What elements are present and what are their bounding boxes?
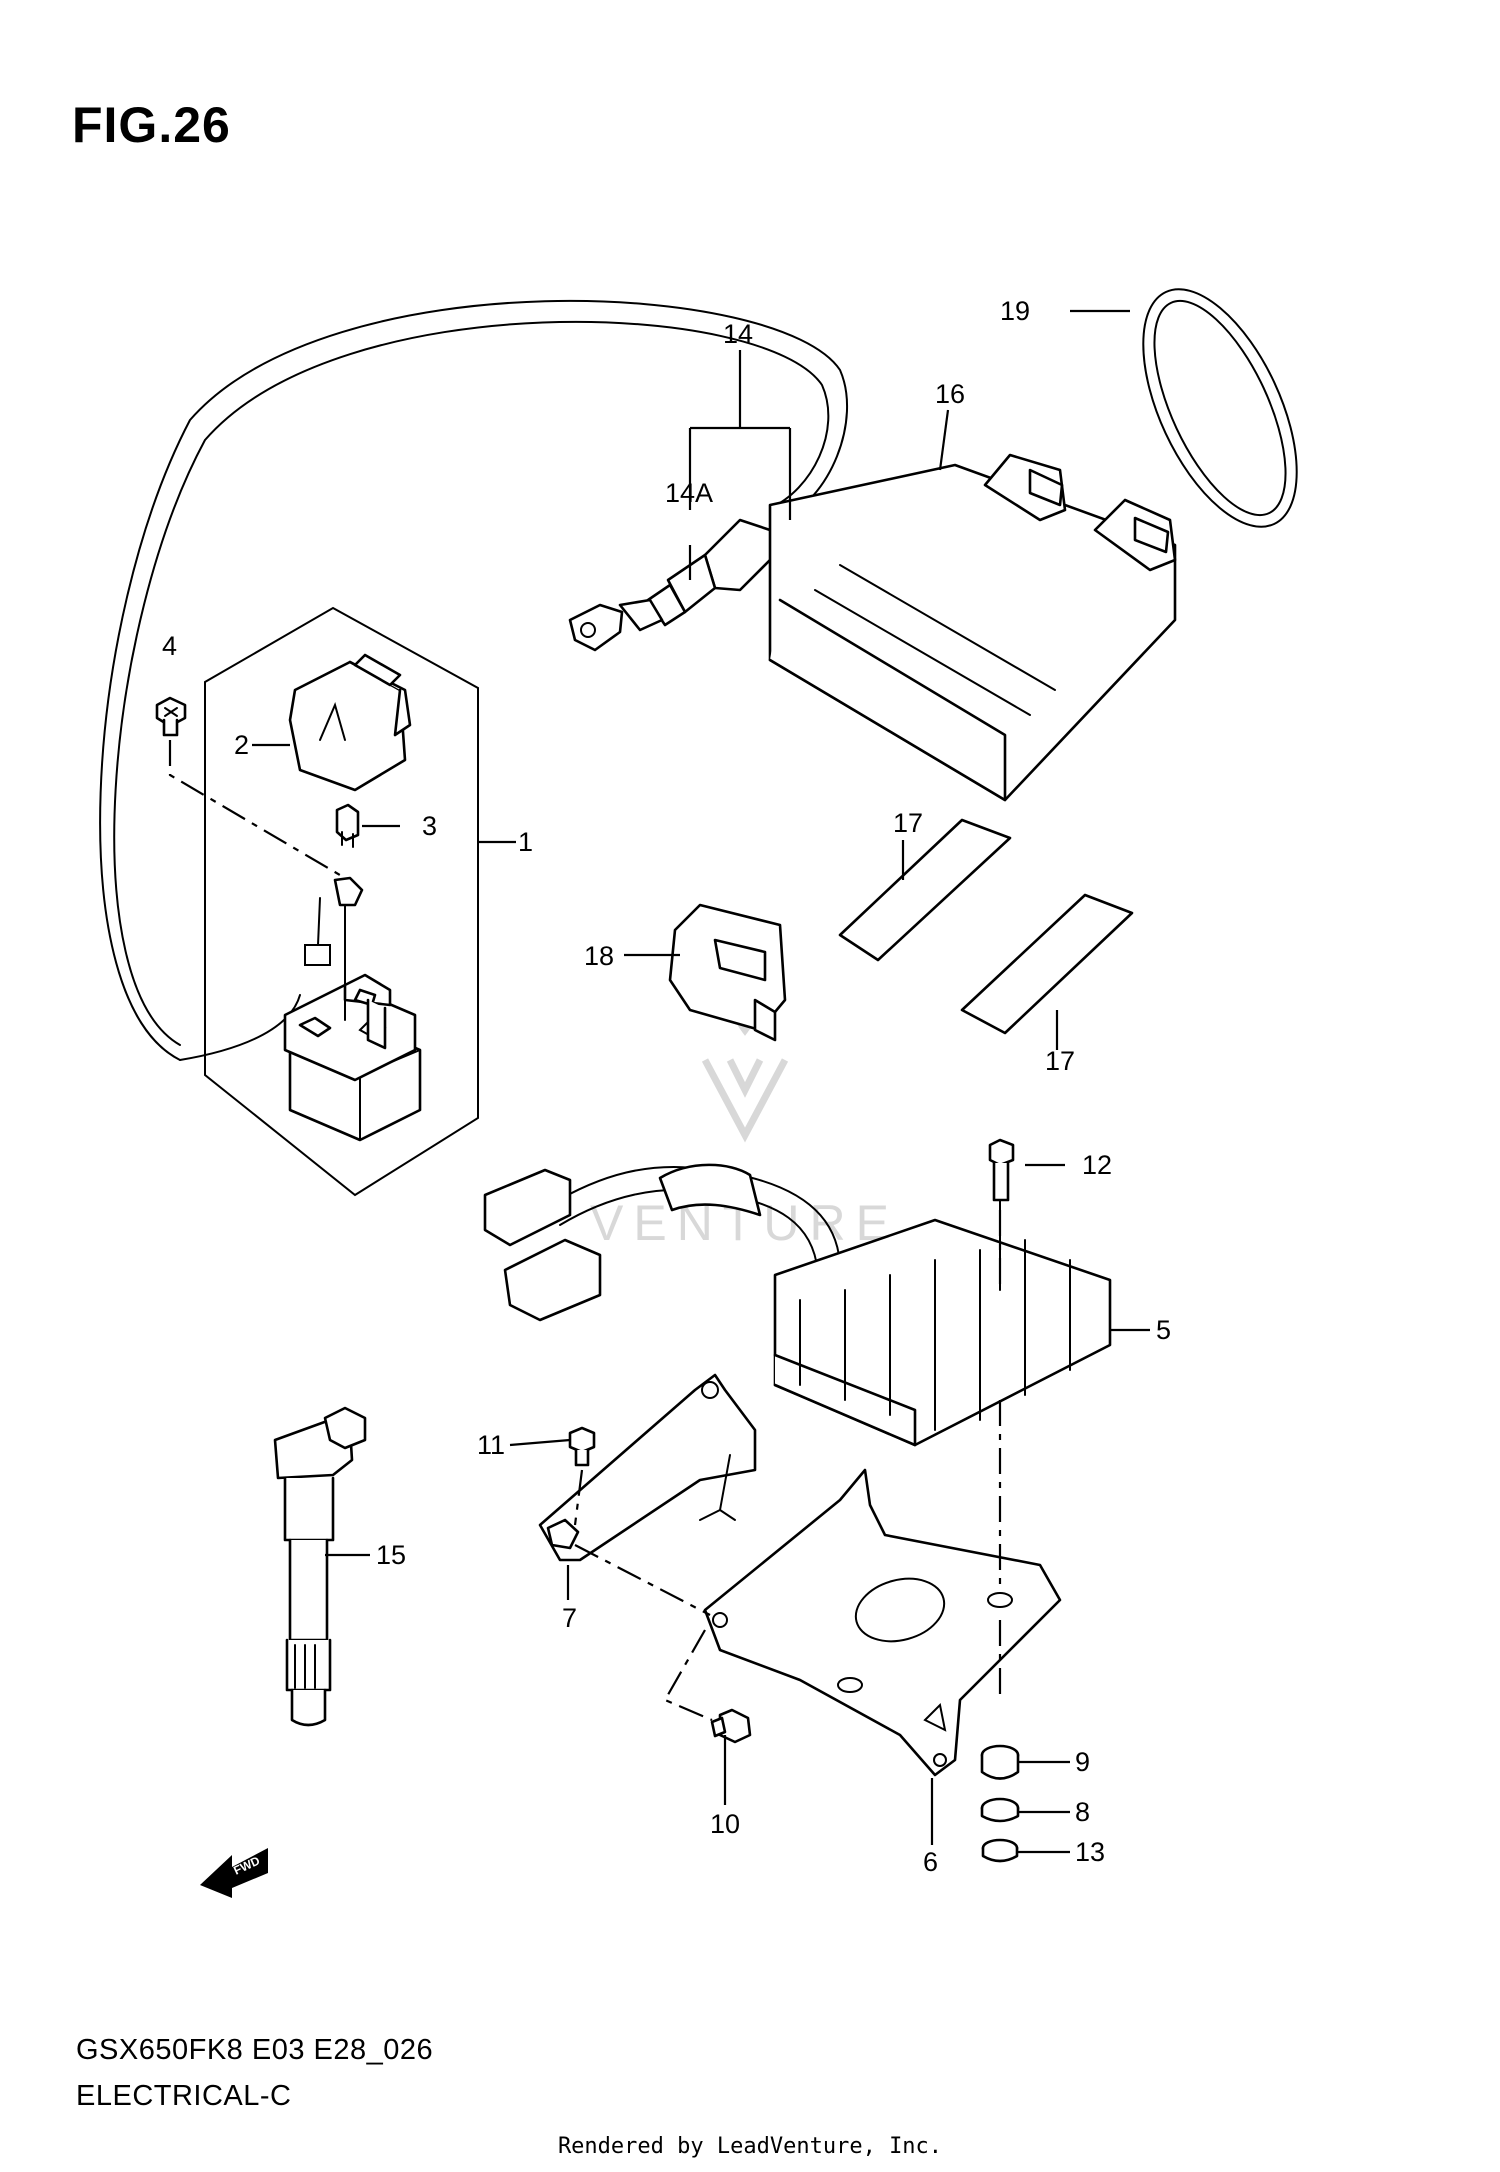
starter-relay-body — [283, 876, 422, 1142]
section-name: ELECTRICAL-C — [76, 2080, 292, 2112]
pad-part-17-lower — [960, 893, 1134, 1035]
leader-bracket-11 — [573, 1469, 584, 1526]
callout-6: 6 — [923, 1847, 938, 1877]
model-code: GSX650FK8 E03 E28_026 — [76, 2034, 434, 2066]
grommet-part-9 — [980, 1744, 1020, 1780]
callout-16: 16 — [935, 379, 965, 409]
callout-7: 7 — [562, 1603, 577, 1633]
ring-part-19-inner — [1153, 299, 1287, 517]
ring-part-19 — [1142, 288, 1298, 528]
callout-17-upper: 17 — [893, 808, 923, 838]
ignition-coil-part-15 — [273, 1406, 367, 1727]
callout-5: 5 — [1156, 1315, 1171, 1345]
callout-11: 11 — [477, 1430, 505, 1460]
callout-1: 1 — [518, 827, 533, 857]
bolt-part-11 — [568, 1426, 596, 1467]
callout-8: 8 — [1075, 1797, 1090, 1827]
figure-title: FIG.26 — [72, 97, 231, 153]
callout-14: 14 — [723, 319, 753, 349]
callout-2: 2 — [234, 730, 249, 760]
callout-15: 15 — [376, 1540, 406, 1570]
screw-part-4 — [155, 696, 187, 737]
footer-credit: Rendered by LeadVenture, Inc. — [557, 2134, 943, 2159]
callout-3: 3 — [422, 811, 437, 841]
relay-cover-part-2 — [288, 653, 412, 792]
callout-19: 19 — [1000, 296, 1030, 326]
regulator-part-5 — [483, 1163, 1112, 1447]
callout-9: 9 — [1075, 1747, 1090, 1777]
callout-14a: 14A — [665, 478, 713, 508]
callout-leaders — [252, 309, 1150, 1854]
bolt-part-12 — [988, 1138, 1015, 1202]
bolt-part-10 — [710, 1708, 752, 1744]
callout-17-lower: 17 — [1045, 1046, 1075, 1076]
fuse-part-3 — [335, 803, 360, 848]
ecm-part-16 — [768, 453, 1177, 802]
terminal-connector-part-14 — [568, 518, 777, 652]
callout-10: 10 — [710, 1809, 740, 1839]
leader-bolt-10 — [663, 1629, 713, 1722]
collar-part-8 — [980, 1797, 1020, 1823]
connector-part-18 — [668, 903, 787, 1042]
callout-12: 12 — [1082, 1150, 1112, 1180]
callout-4: 4 — [162, 631, 177, 661]
pad-part-17-upper — [838, 818, 1012, 962]
starter-relay-assembly-box — [204, 606, 479, 1197]
leader-bracket-7 — [574, 1544, 711, 1616]
callout-18: 18 — [584, 941, 614, 971]
bracket-part-7 — [538, 1373, 757, 1562]
nut-part-13 — [981, 1838, 1019, 1863]
plate-part-6 — [703, 1468, 1062, 1777]
leader-screw-4 — [168, 740, 346, 879]
callout-13: 13 — [1075, 1837, 1105, 1867]
forward-direction-badge: FWD — [200, 1848, 268, 1898]
callout-labels: 1 2 3 4 5 6 7 8 9 10 11 12 13 14 14A 15 … — [162, 296, 1171, 1877]
wire-harness-lead — [99, 299, 849, 1061]
